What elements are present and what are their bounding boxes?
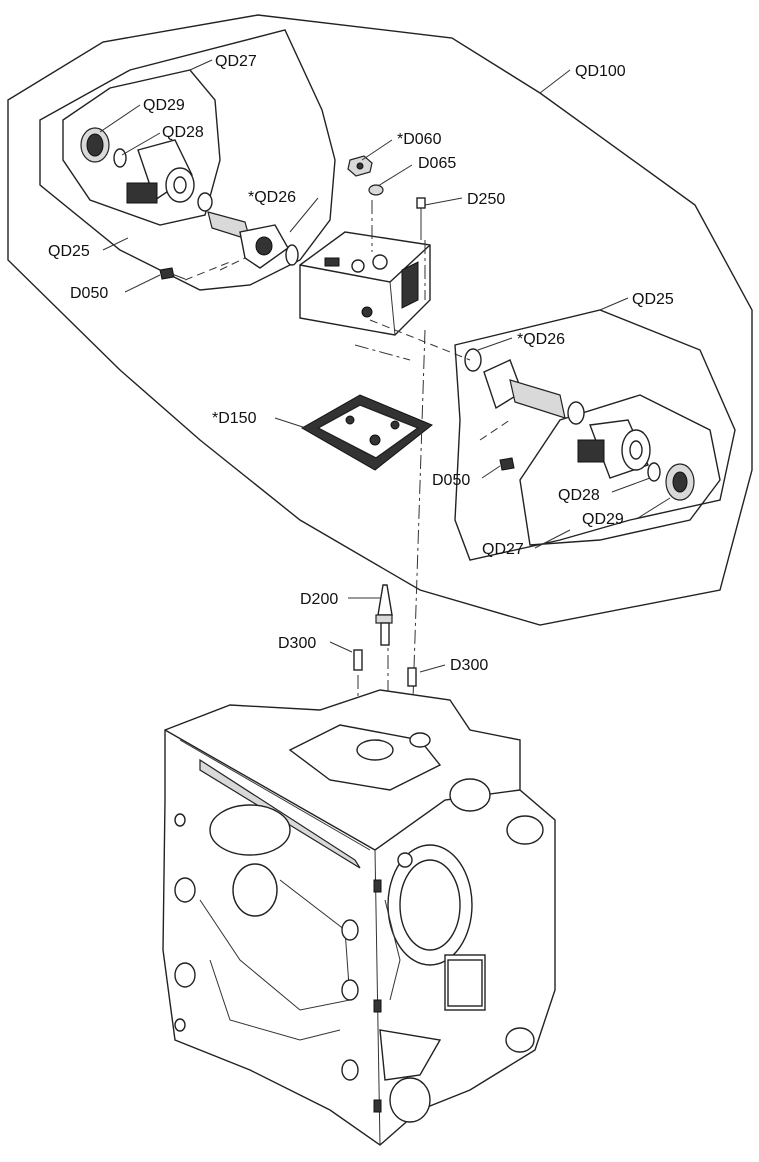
- label-d300-right: D300: [450, 657, 488, 674]
- label-qd26-right: *QD26: [517, 331, 565, 348]
- d250-bolt: [416, 197, 426, 240]
- label-qd26-upper: *QD26: [248, 189, 296, 206]
- label-d250: D250: [467, 191, 505, 208]
- label-qd29-right: QD29: [582, 511, 624, 528]
- qd29-right-nut: [665, 463, 695, 501]
- label-qd25-upper: QD25: [48, 243, 90, 260]
- leader-lines: [99, 59, 671, 673]
- qd25-right-group-outline: [454, 309, 736, 561]
- qd26-right-cartridge: [483, 359, 585, 425]
- label-d150: *D150: [212, 410, 257, 427]
- label-qd28-right: QD28: [558, 487, 600, 504]
- qd25-upper-group-outline: [39, 29, 336, 291]
- label-qd29-upper: QD29: [143, 97, 185, 114]
- callout-labels: QD100 QD27 QD29 QD28 *QD26 QD25 D050 *D0…: [48, 53, 674, 674]
- d300-left-dowel: [353, 649, 363, 671]
- pump-housing: [162, 689, 556, 1146]
- qd28-upper-oring: [113, 148, 127, 168]
- label-qd100: QD100: [575, 63, 626, 80]
- d200-pin: [375, 584, 393, 646]
- d065-washer: [368, 184, 384, 196]
- label-qd27-upper: QD27: [215, 53, 257, 70]
- label-qd27-right: QD27: [482, 541, 524, 558]
- qd27-upper-group-outline: [62, 69, 221, 226]
- label-qd28-upper: QD28: [162, 124, 204, 141]
- qd27-right-coil: [577, 419, 651, 479]
- qd27-right-group-outline: [519, 394, 721, 546]
- label-d065: D065: [418, 155, 456, 172]
- d060-nut: [347, 155, 373, 177]
- d150-gasket: [300, 394, 433, 471]
- label-d300-left: D300: [278, 635, 316, 652]
- label-d200: D200: [300, 591, 338, 608]
- qd26-right-oring: [464, 348, 482, 372]
- d300-right-dowel: [407, 667, 417, 687]
- d050-upper-screw: [159, 267, 186, 280]
- qd28-right-oring: [647, 462, 661, 482]
- label-d050-upper: D050: [70, 285, 108, 302]
- label-d060: *D060: [397, 131, 442, 148]
- qd26-upper-cartridge: [207, 211, 299, 269]
- qd100-outline: [7, 14, 753, 626]
- label-qd25-right: QD25: [632, 291, 674, 308]
- label-d050-right: D050: [432, 472, 470, 489]
- valve-block: [299, 231, 431, 336]
- qd29-upper-nut: [80, 127, 110, 163]
- qd27-upper-coil: [126, 139, 213, 212]
- d050-right-screw: [499, 457, 515, 471]
